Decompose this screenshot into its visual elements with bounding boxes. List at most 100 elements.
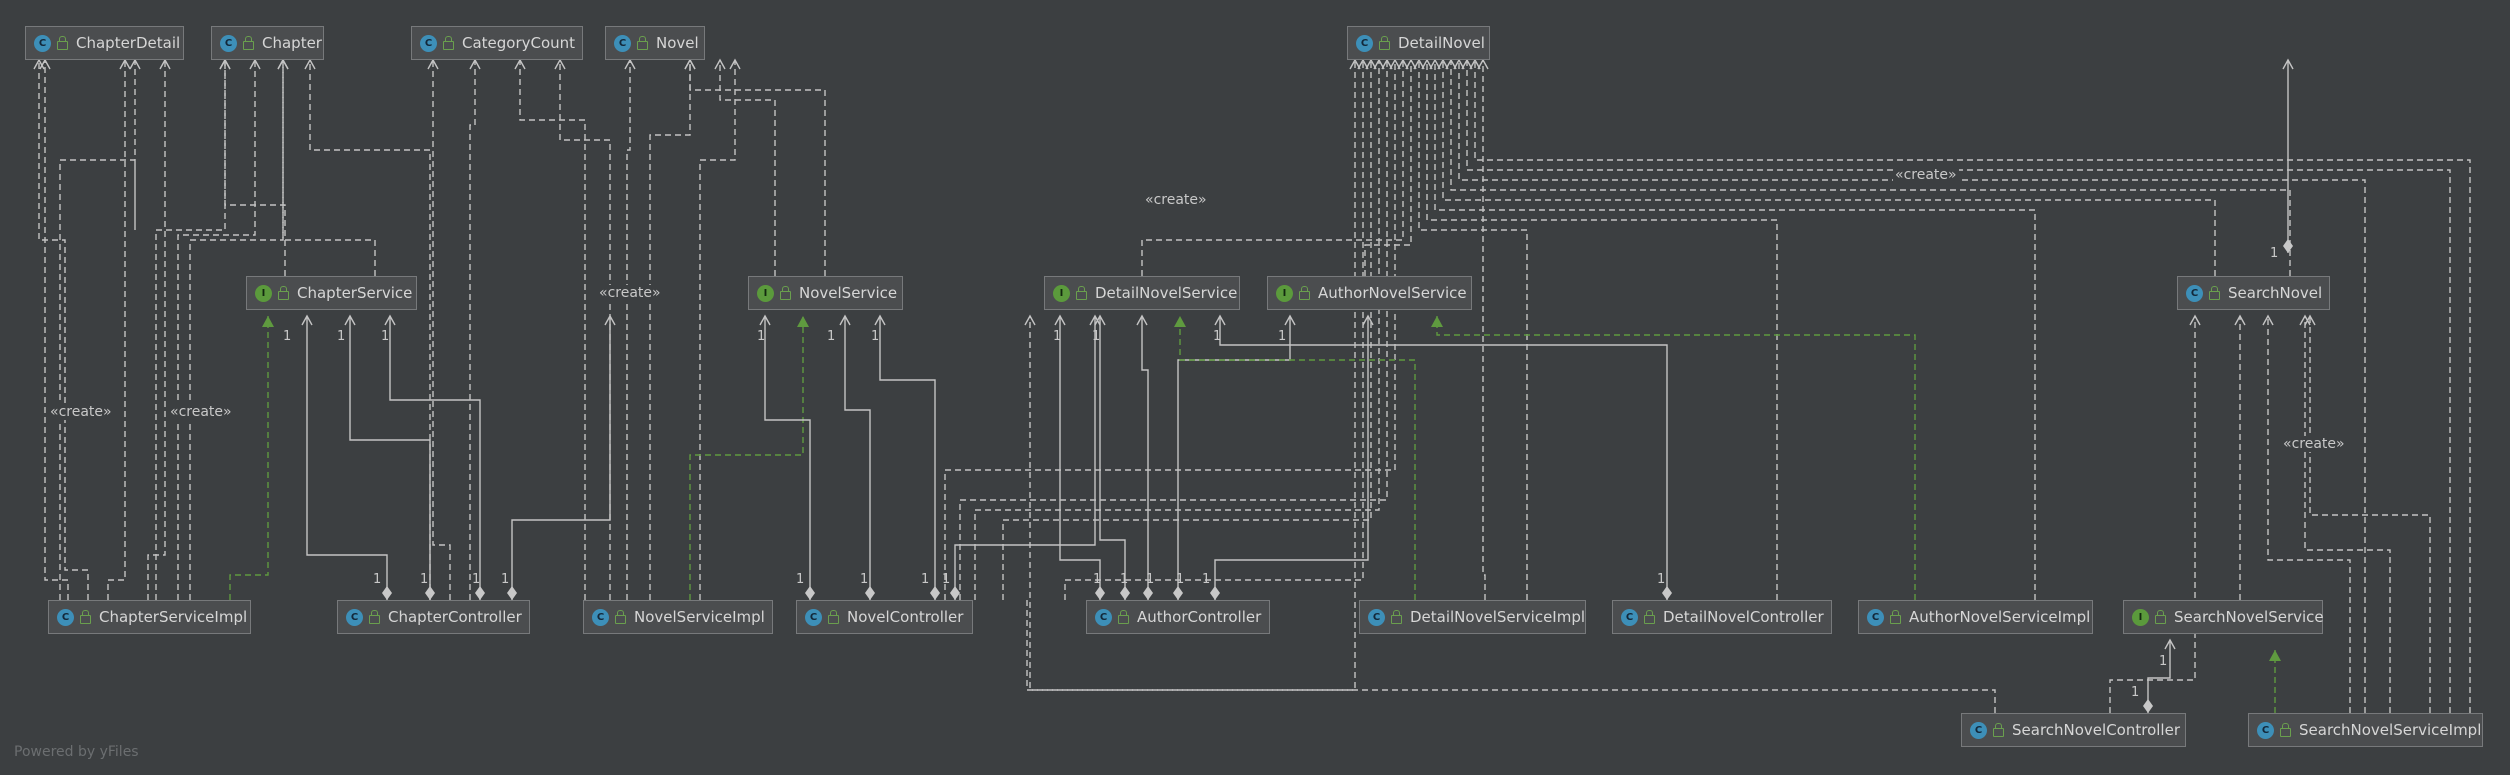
node-label: DetailNovelService [1095, 284, 1238, 302]
association-arrow [1214, 314, 1226, 326]
association-edge [844, 316, 871, 600]
interface-icon: I [1053, 284, 1070, 302]
association-edge [1214, 316, 1369, 600]
node-label: ChapterController [388, 608, 522, 626]
interface-searchnovelservice[interactable]: I SearchNovelService [2123, 600, 2324, 634]
dependency-arrow [427, 58, 439, 70]
node-label: ChapterService [297, 284, 413, 302]
association-edge [389, 316, 481, 600]
class-novel[interactable]: C Novel [605, 26, 705, 60]
dependency-arrow [119, 58, 131, 70]
multiplicity-label: 1 [827, 329, 836, 344]
dependency-edge [189, 60, 284, 600]
dependency-edge [626, 60, 631, 600]
association-arrow [344, 314, 356, 326]
dependency-arrow [1445, 58, 1457, 70]
node-label: SearchNovelService [2174, 608, 2324, 626]
dependency-arrow [1413, 58, 1425, 70]
multiplicity-label: 1 [472, 572, 481, 587]
association-arrow [1136, 314, 1148, 326]
dependency-arrow [469, 58, 481, 70]
dependency-arrow [277, 58, 289, 70]
dependency-edge [1064, 60, 1364, 600]
association-edge [306, 316, 388, 600]
realization-arrow [797, 316, 809, 327]
node-label: Novel [656, 34, 699, 52]
aggregation-diamond [865, 586, 875, 600]
lock-icon [1299, 285, 1310, 300]
dependency-arrow [1461, 58, 1473, 70]
dependency-arrow [304, 58, 316, 70]
node-label: AuthorNovelService [1318, 284, 1467, 302]
aggregation-diamond [382, 586, 392, 600]
aggregation-diamond [1173, 586, 1183, 600]
aggregation-diamond [1210, 586, 1220, 600]
dependency-edge [282, 60, 376, 276]
footer-credit: Powered by yFiles [14, 744, 139, 760]
aggregation-diamond [1662, 586, 1672, 600]
dependency-arrow [729, 58, 741, 70]
class-icon: C [220, 34, 237, 52]
dependency-arrow [1365, 58, 1377, 70]
node-label: SearchNovelController [2012, 721, 2180, 739]
dependency-edge [959, 60, 1388, 600]
dependency-edge [2304, 316, 2391, 713]
realization-arrow [262, 316, 274, 327]
aggregation-diamond [1095, 586, 1105, 600]
realization-edge [1436, 316, 1916, 600]
create-label: «create» [168, 404, 234, 420]
lock-icon [1379, 35, 1390, 50]
interface-icon: I [2132, 608, 2149, 626]
dependency-arrow [1437, 58, 1449, 70]
class-icon: C [614, 34, 631, 52]
multiplicity-label: 1 [871, 329, 880, 344]
node-label: NovelServiceImpl [634, 608, 765, 626]
aggregation-diamond [2143, 699, 2153, 713]
multiplicity-label: 1 [337, 329, 346, 344]
realization-arrow [2269, 650, 2281, 661]
interface-detailnovelservice[interactable]: I DetailNovelService [1044, 276, 1240, 310]
dependency-arrow [1469, 58, 1481, 70]
node-label: NovelController [847, 608, 964, 626]
multiplicity-label: 1 [2131, 685, 2140, 700]
multiplicity-label: 1 [1093, 572, 1102, 587]
dependency-arrow [1024, 314, 1036, 326]
node-label: DetailNovelController [1663, 608, 1824, 626]
association-arrow [2164, 638, 2176, 650]
aggregation-diamond [805, 586, 815, 600]
association-edge [1059, 316, 1101, 600]
class-icon: C [34, 34, 51, 52]
dependency-arrow [2189, 314, 2201, 326]
association-arrow [1054, 314, 1066, 326]
lock-icon [243, 35, 254, 50]
lock-icon [278, 285, 289, 300]
dependency-arrow [684, 58, 696, 70]
association-edge [1219, 316, 1668, 600]
realization-arrow [1431, 316, 1443, 327]
dependency-edge [1029, 316, 1996, 713]
dependency-edge [44, 60, 69, 600]
dependency-edge [2309, 316, 2431, 713]
dependency-arrow [219, 58, 231, 70]
dependency-arrow [2304, 314, 2316, 326]
association-edge [511, 316, 611, 600]
multiplicity-label: 1 [381, 329, 390, 344]
